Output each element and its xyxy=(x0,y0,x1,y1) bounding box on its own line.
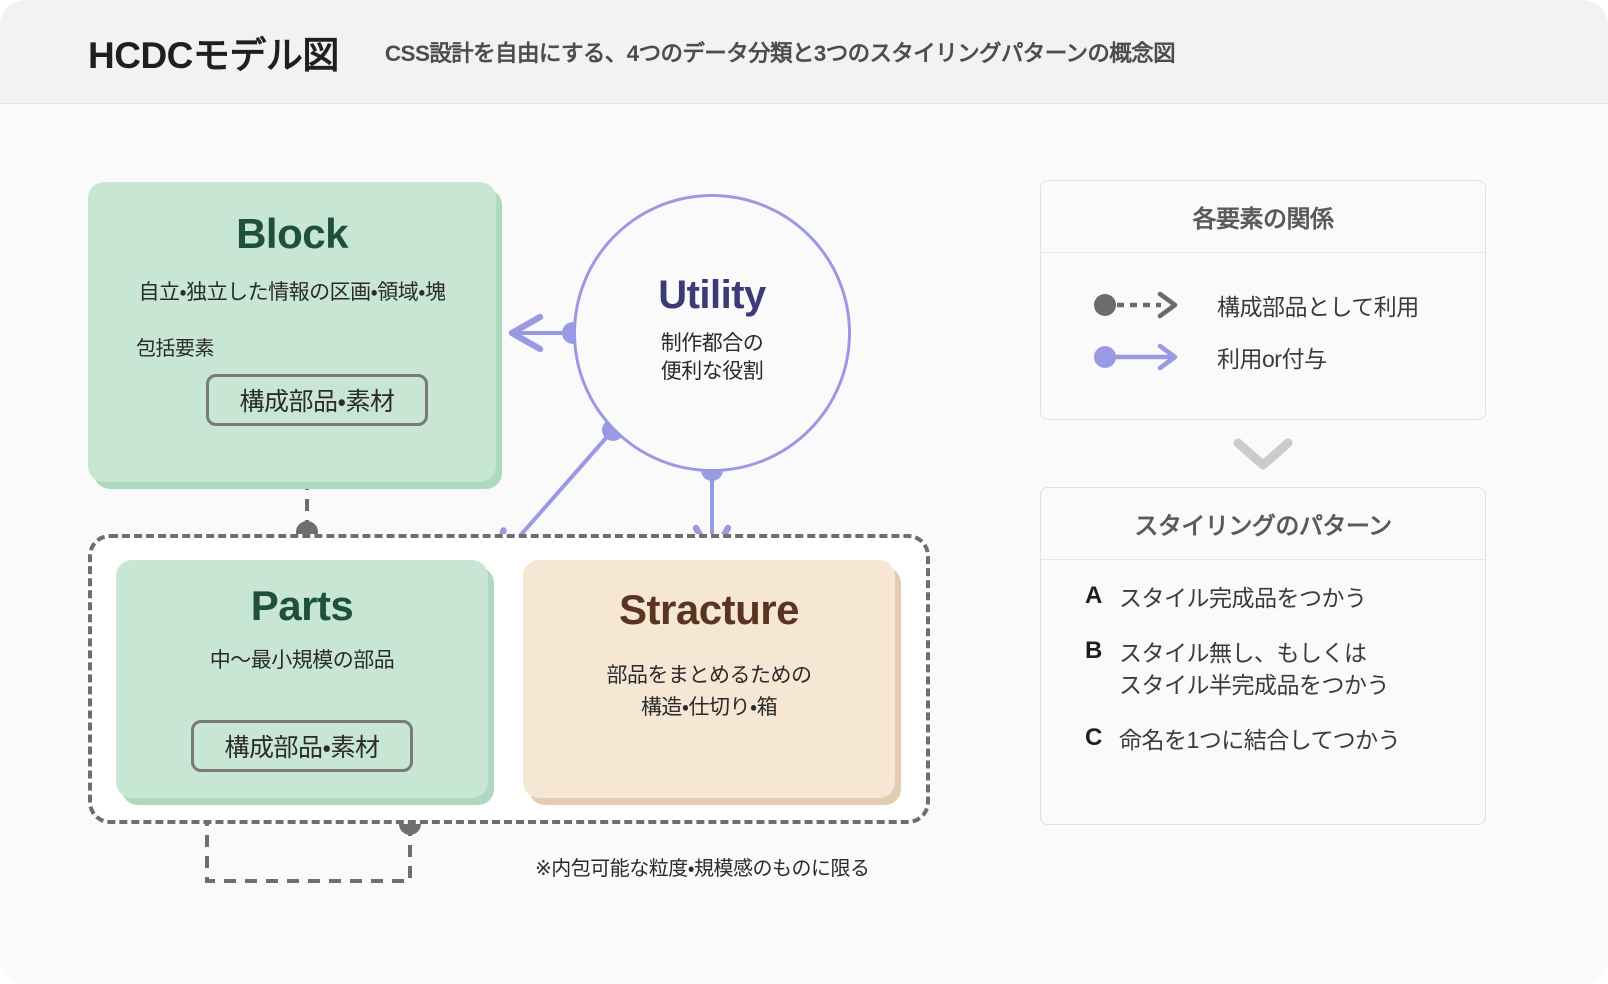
block-card-title: Block xyxy=(236,210,348,257)
utility-description: 制作都合の 便利な役割 xyxy=(661,330,764,387)
diagram-footnote: ※内包可能な粒度・規模感のものに限る xyxy=(535,858,870,880)
block-card-description: 自立・独立した情報の区画・領域・塊 xyxy=(138,281,446,304)
dashed-arrow-icon xyxy=(1094,291,1178,319)
pattern-item-b: B スタイル無し、もしくは スタイル半完成品をつかう xyxy=(1085,637,1485,702)
pattern-item-a: A スタイル完成品をつかう xyxy=(1085,582,1485,615)
page-title: HCDCモデル図 xyxy=(88,34,339,76)
legend-item-use-or-apply-label: 利用or付与 xyxy=(1217,346,1327,372)
block-card[interactable]: Block 自立・独立した情報の区画・領域・塊 包括要素 構成部品・素材 xyxy=(88,182,496,482)
utility-description-line-2: 便利な役割 xyxy=(660,360,764,384)
pattern-item-b-key: B xyxy=(1085,636,1103,664)
pattern-item-a-label: スタイル完成品をつかう xyxy=(1119,585,1367,611)
relations-panel: 各要素の関係 構成部品として利用 利用or付与 xyxy=(1040,180,1486,420)
patterns-list: A スタイル完成品をつかう B スタイル無し、もしくは スタイル半完成品をつかう… xyxy=(1041,560,1485,757)
relations-panel-title: 各要素の関係 xyxy=(1041,181,1485,253)
stracture-card-description: 部品をまとめるための 構造・仕切り・箱 xyxy=(606,660,813,723)
stracture-description-line-1: 部品をまとめるための xyxy=(606,664,813,687)
legend-item-component-use-label: 構成部品として利用 xyxy=(1217,294,1419,320)
pattern-item-b-label: スタイル無し、もしくは スタイル半完成品をつかう xyxy=(1119,639,1390,699)
utility-description-line-1: 制作都合の xyxy=(660,332,764,355)
patterns-panel: スタイリングのパターン A スタイル完成品をつかう B スタイル無し、もしくは … xyxy=(1040,487,1486,825)
utility-title: Utility xyxy=(658,273,766,317)
stracture-card[interactable]: Stracture 部品をまとめるための 構造・仕切り・箱 xyxy=(523,560,895,798)
legend-item-component-use: 構成部品として利用 xyxy=(1041,279,1485,331)
pattern-item-c-key: C xyxy=(1085,723,1103,751)
block-inclusive-element-label: 包括要素 xyxy=(136,338,215,360)
solid-arrow-icon xyxy=(1094,343,1178,371)
page-header: HCDCモデル図 CSS設計を自由にする、4つのデータ分類と3つのスタイリングパ… xyxy=(0,0,1608,104)
parts-component-chip[interactable]: 構成部品・素材 xyxy=(191,720,413,772)
stracture-card-title: Stracture xyxy=(619,586,799,633)
utility-circle[interactable]: Utility 制作都合の 便利な役割 xyxy=(573,194,851,472)
diagram-canvas: Block 自立・独立した情報の区画・領域・塊 包括要素 構成部品・素材 Uti… xyxy=(0,104,1010,984)
panel-flow-chevron xyxy=(1040,420,1486,487)
parts-card-title: Parts xyxy=(250,582,354,629)
parts-card-description: 中〜最小規模の部品 xyxy=(209,649,395,672)
stracture-description-line-2: 構造・仕切り・箱 xyxy=(640,695,778,719)
parts-card[interactable]: Parts 中〜最小規模の部品 構成部品・素材 xyxy=(116,560,488,798)
patterns-panel-title: スタイリングのパターン xyxy=(1041,488,1485,560)
pattern-item-a-key: A xyxy=(1085,582,1103,609)
legend-item-use-or-apply: 利用or付与 xyxy=(1041,331,1485,383)
pattern-item-c-label: 命名を1つに結合してつかう xyxy=(1119,726,1401,753)
relations-legend-list: 構成部品として利用 利用or付与 xyxy=(1041,253,1485,383)
block-component-chip[interactable]: 構成部品・素材 xyxy=(206,374,428,426)
page-subtitle: CSS設計を自由にする、4つのデータ分類と3つのスタイリングパターンの概念図 xyxy=(384,40,1176,66)
pattern-item-c: C 命名を1つに結合してつかう xyxy=(1085,724,1485,757)
chevron-down-icon xyxy=(1233,438,1293,469)
